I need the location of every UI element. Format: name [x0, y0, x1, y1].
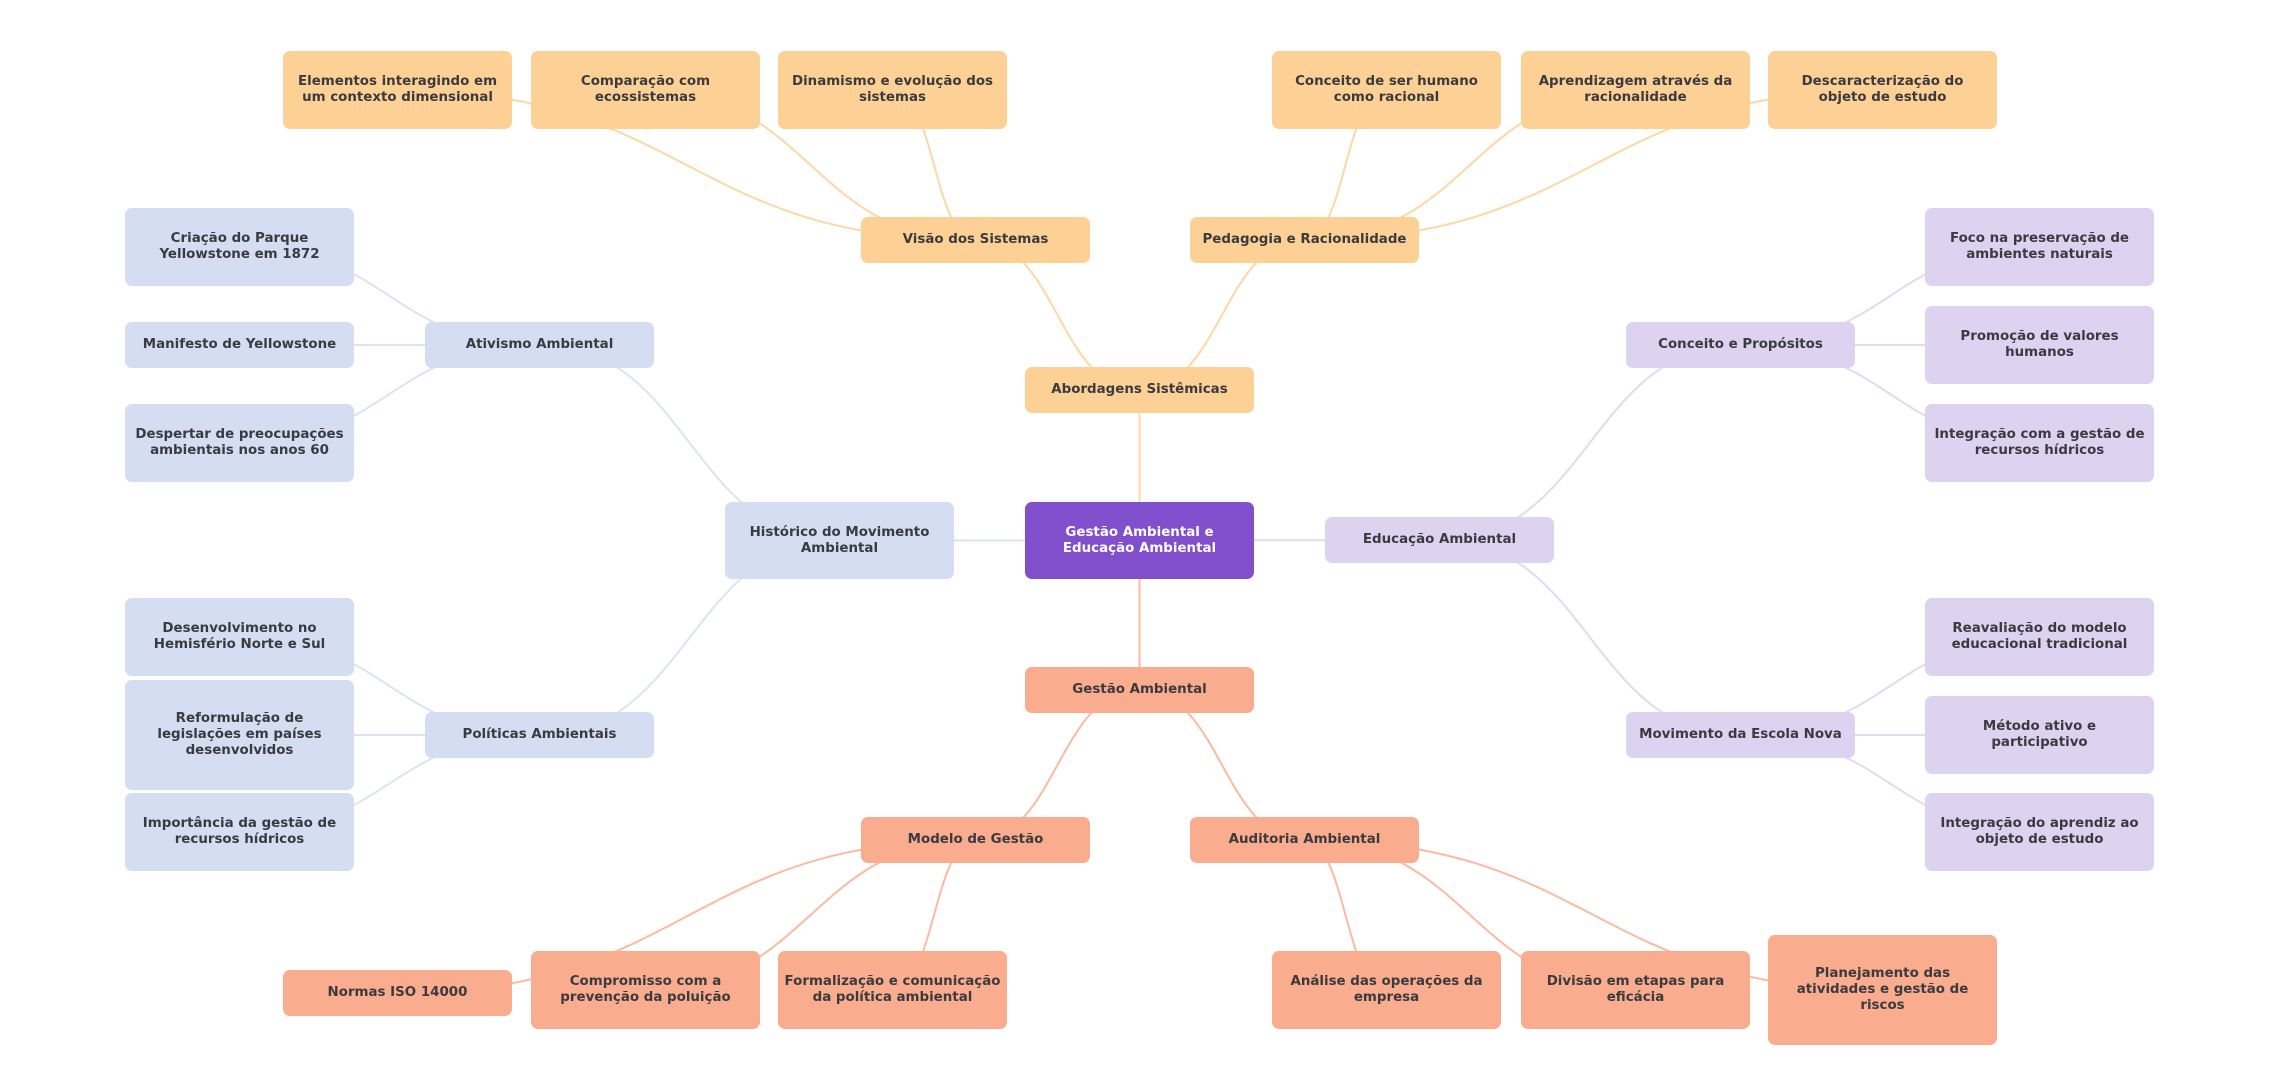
- node-integracao-aprendiz[interactable]: Integração do aprendiz ao objeto de estu…: [1925, 793, 2154, 871]
- node-descaracterizacao-objeto[interactable]: Descaracterização do objeto de estudo: [1768, 51, 1997, 129]
- edge-educacao-to-conceito_propositos: [1438, 344, 1742, 541]
- node-foco-preservacao[interactable]: Foco na preservação de ambientes naturai…: [1925, 208, 2154, 286]
- node-normas-iso-14000[interactable]: Normas ISO 14000: [283, 970, 512, 1016]
- node-conceito-e-propositos[interactable]: Conceito e Propósitos: [1626, 322, 1855, 368]
- node-importancia-gestao-hidricos[interactable]: Importância da gestão de recursos hídric…: [125, 793, 354, 871]
- node-despertar-preocupacoes[interactable]: Despertar de preocupações ambientais nos…: [125, 404, 354, 482]
- node-integracao-gestao-hidricos[interactable]: Integração com a gestão de recursos hídr…: [1925, 404, 2154, 482]
- node-compromisso-prevencao[interactable]: Compromisso com a prevenção da poluição: [531, 951, 760, 1029]
- node-modelo-de-gestao[interactable]: Modelo de Gestão: [861, 817, 1090, 863]
- node-reavaliacao-modelo[interactable]: Reavaliação do modelo educacional tradic…: [1925, 598, 2154, 676]
- node-analise-operacoes[interactable]: Análise das operações da empresa: [1272, 951, 1501, 1029]
- node-manifesto-yellowstone[interactable]: Manifesto de Yellowstone: [125, 322, 354, 368]
- node-gestao-ambiental[interactable]: Gestão Ambiental: [1025, 667, 1254, 713]
- node-promocao-valores[interactable]: Promoção de valores humanos: [1925, 306, 2154, 384]
- node-educacao-ambiental[interactable]: Educação Ambiental: [1325, 517, 1554, 563]
- node-criacao-parque-yellowstone[interactable]: Criação do Parque Yellowstone em 1872: [125, 208, 354, 286]
- node-comparacao-ecossistemas[interactable]: Comparação com ecossistemas: [531, 51, 760, 129]
- node-abordagens-sistemicas[interactable]: Abordagens Sistêmicas: [1025, 367, 1254, 413]
- node-movimento-escola-nova[interactable]: Movimento da Escola Nova: [1626, 712, 1855, 758]
- root-node[interactable]: Gestão Ambiental e Educação Ambiental: [1025, 502, 1254, 579]
- node-conceito-ser-humano[interactable]: Conceito de ser humano como racional: [1272, 51, 1501, 129]
- node-visao-dos-sistemas[interactable]: Visão dos Sistemas: [861, 217, 1090, 263]
- node-divisao-etapas[interactable]: Divisão em etapas para eficácia: [1521, 951, 1750, 1029]
- node-planejamento-atividades[interactable]: Planejamento das atividades e gestão de …: [1768, 935, 1997, 1045]
- node-desenvolvimento-hemisferio[interactable]: Desenvolvimento no Hemisfério Norte e Su…: [125, 598, 354, 676]
- node-aprendizagem-racionalidade[interactable]: Aprendizagem através da racionalidade: [1521, 51, 1750, 129]
- node-elementos-interagindo[interactable]: Elementos interagindo em um contexto dim…: [283, 51, 512, 129]
- node-formalizacao-comunicacao[interactable]: Formalização e comunicação da política a…: [778, 951, 1007, 1029]
- edge-educacao-to-movimento: [1438, 539, 1742, 736]
- node-dinamismo-evolucao[interactable]: Dinamismo e evolução dos sistemas: [778, 51, 1007, 129]
- node-ativismo-ambiental[interactable]: Ativismo Ambiental: [425, 322, 654, 368]
- node-metodo-ativo[interactable]: Método ativo e participativo: [1925, 696, 2154, 774]
- node-historico-movimento-ambiental[interactable]: Histórico do Movimento Ambiental: [725, 502, 954, 579]
- node-politicas-ambientais[interactable]: Políticas Ambientais: [425, 712, 654, 758]
- node-pedagogia-e-racionalidade[interactable]: Pedagogia e Racionalidade: [1190, 217, 1419, 263]
- node-auditoria-ambiental[interactable]: Auditoria Ambiental: [1190, 817, 1419, 863]
- node-reformulacao-legislacoes[interactable]: Reformulação de legislações em países de…: [125, 680, 354, 790]
